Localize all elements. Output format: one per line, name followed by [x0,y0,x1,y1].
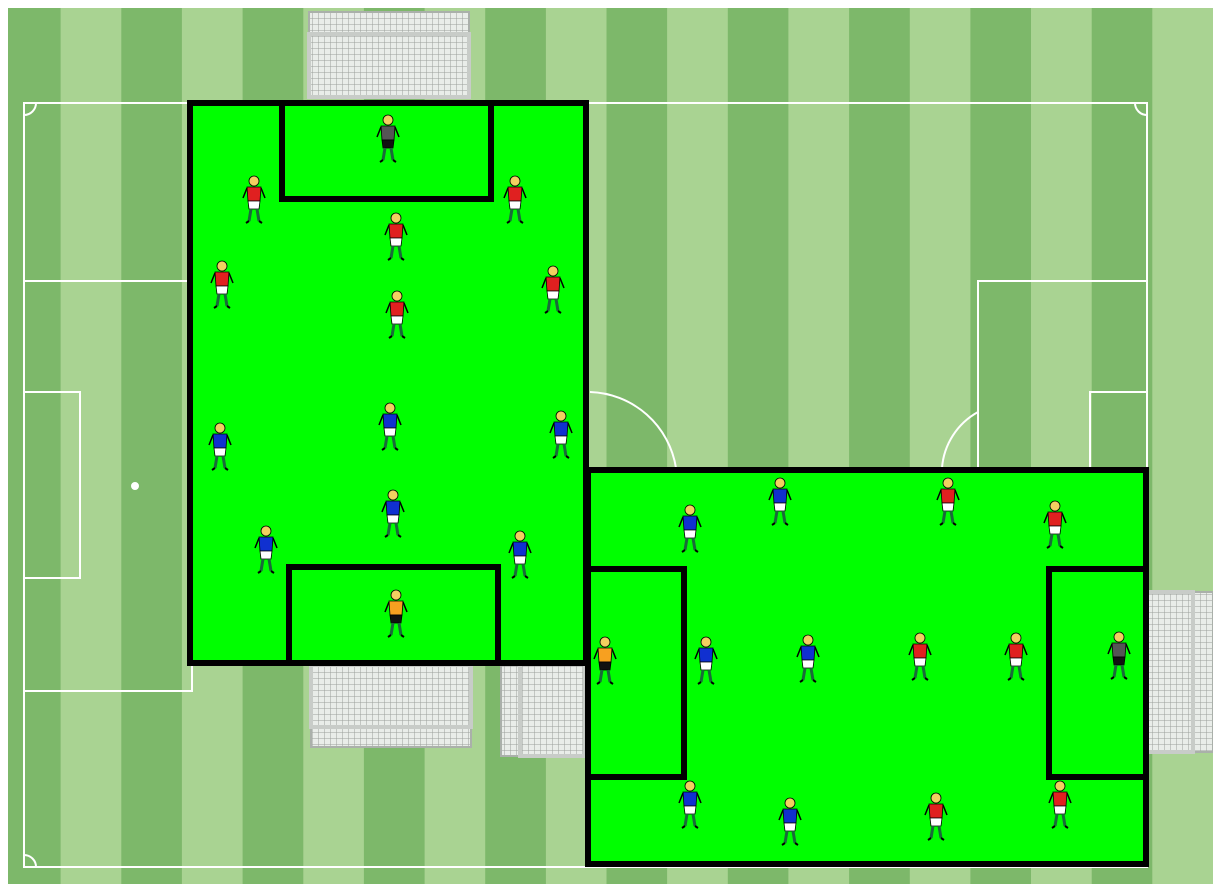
grass-stripe [0,0,61,884]
grass-stripe [61,0,122,884]
goal-net-icon [1147,592,1213,752]
goal-net-icon [311,665,471,747]
penalty-spot-left [132,483,138,489]
grass-stripe [121,0,182,884]
goal-net-icon [309,12,469,97]
